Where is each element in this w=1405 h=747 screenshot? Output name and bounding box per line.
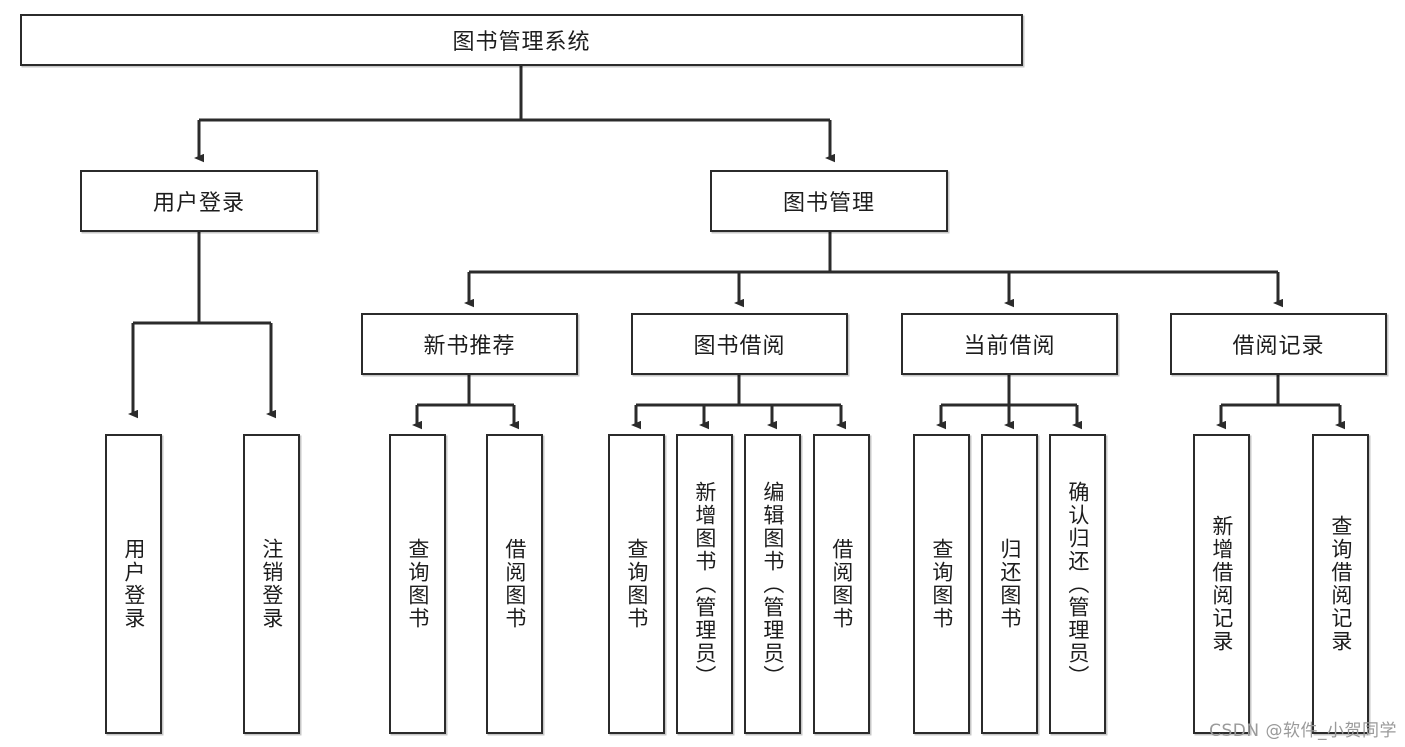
leaf-new-book-borrow-books[interactable]: 借阅图书 xyxy=(486,434,543,734)
node-label: 当前借阅 xyxy=(963,334,1056,359)
node-label: 查询图书 xyxy=(405,538,430,630)
node-label: 用户登录 xyxy=(152,191,245,216)
leaf-book-borrow-query-books[interactable]: 查询图书 xyxy=(608,434,665,734)
node-label: 新增图书（管理员） xyxy=(692,480,717,688)
leaf-new-book-query-books[interactable]: 查询图书 xyxy=(389,434,446,734)
node-label: 图书管理 xyxy=(782,191,875,216)
leaf-book-borrow-add-book-admin[interactable]: 新增图书（管理员） xyxy=(676,434,733,734)
node-label: 归还图书 xyxy=(997,538,1022,630)
node-label: 查询图书 xyxy=(624,538,649,630)
node-label: 图书借阅 xyxy=(693,334,786,359)
node-book-borrowing[interactable]: 图书借阅 xyxy=(631,313,848,375)
node-label: 新增借阅记录 xyxy=(1209,515,1234,653)
leaf-current-borrow-confirm-return-admin[interactable]: 确认归还（管理员） xyxy=(1049,434,1106,734)
node-current-borrowing[interactable]: 当前借阅 xyxy=(901,313,1118,375)
leaf-user-login-login[interactable]: 用户登录 xyxy=(105,434,162,734)
node-borrow-records[interactable]: 借阅记录 xyxy=(1170,313,1387,375)
node-label: 查询图书 xyxy=(929,538,954,630)
node-book-management[interactable]: 图书管理 xyxy=(710,170,948,232)
node-user-login[interactable]: 用户登录 xyxy=(80,170,318,232)
node-label: 确认归还（管理员） xyxy=(1065,480,1090,688)
leaf-borrow-record-query-record[interactable]: 查询借阅记录 xyxy=(1312,434,1369,734)
leaf-current-borrow-return-books[interactable]: 归还图书 xyxy=(981,434,1038,734)
leaf-book-borrow-edit-book-admin[interactable]: 编辑图书（管理员） xyxy=(744,434,801,734)
node-label: 借阅记录 xyxy=(1232,334,1325,359)
leaf-borrow-record-add-record[interactable]: 新增借阅记录 xyxy=(1193,434,1250,734)
watermark-text: CSDN @软件_小贺同学 xyxy=(1209,721,1397,741)
leaf-current-borrow-query-books[interactable]: 查询图书 xyxy=(913,434,970,734)
node-label: 编辑图书（管理员） xyxy=(760,480,785,688)
node-root-book-management-system[interactable]: 图书管理系统 xyxy=(20,14,1023,66)
node-label: 图书管理系统 xyxy=(452,30,591,55)
node-label: 查询借阅记录 xyxy=(1328,515,1353,653)
node-label: 新书推荐 xyxy=(423,334,516,359)
node-label: 借阅图书 xyxy=(829,538,854,630)
node-label: 注销登录 xyxy=(259,538,284,630)
node-new-book-recommendation[interactable]: 新书推荐 xyxy=(361,313,578,375)
node-label: 用户登录 xyxy=(121,538,146,630)
leaf-user-login-logout[interactable]: 注销登录 xyxy=(243,434,300,734)
node-label: 借阅图书 xyxy=(502,538,527,630)
leaf-book-borrow-borrow-books[interactable]: 借阅图书 xyxy=(813,434,870,734)
